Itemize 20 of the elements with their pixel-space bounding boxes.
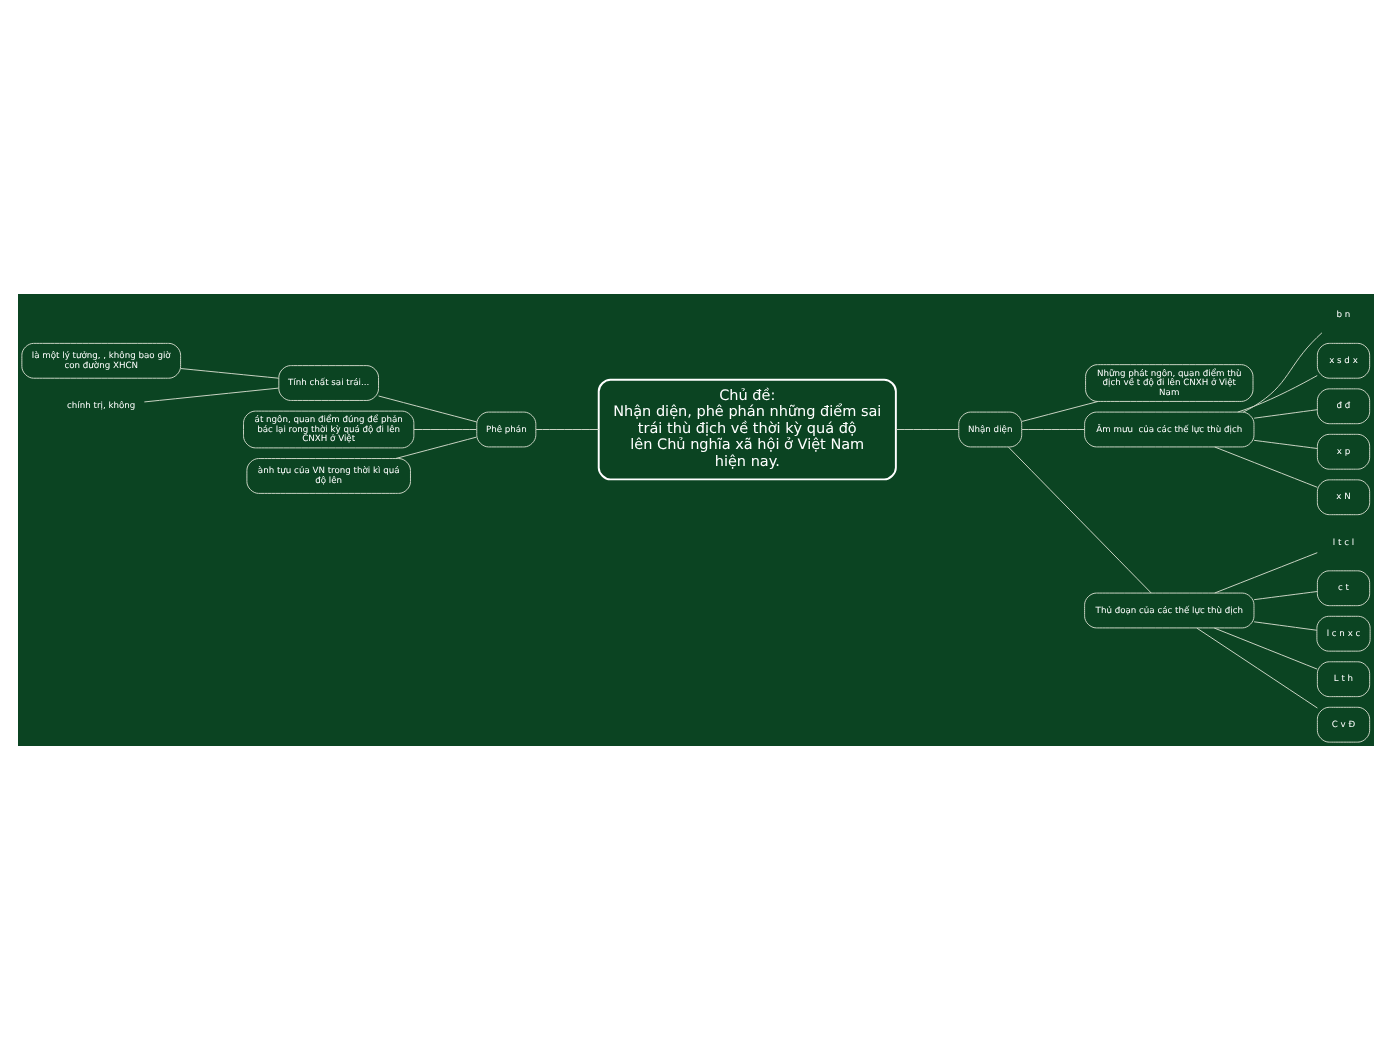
- connector: [1253, 409, 1318, 419]
- connector: [1196, 627, 1318, 709]
- connector: [1237, 375, 1318, 413]
- connector: [1253, 591, 1318, 601]
- connector: [143, 387, 280, 403]
- connector: [1021, 429, 1086, 430]
- connector: [1253, 439, 1318, 449]
- connector: [180, 368, 280, 379]
- connector: [1214, 552, 1318, 594]
- connector: [535, 429, 600, 430]
- connector: [378, 395, 478, 423]
- connector: [1021, 400, 1099, 422]
- connector: [895, 429, 959, 430]
- connector: [413, 429, 477, 430]
- connector: [1213, 627, 1318, 670]
- connector: [395, 436, 477, 459]
- connector: [1214, 446, 1318, 488]
- connector: [1243, 332, 1323, 413]
- connector: [1008, 446, 1152, 594]
- connector: [1253, 621, 1318, 631]
